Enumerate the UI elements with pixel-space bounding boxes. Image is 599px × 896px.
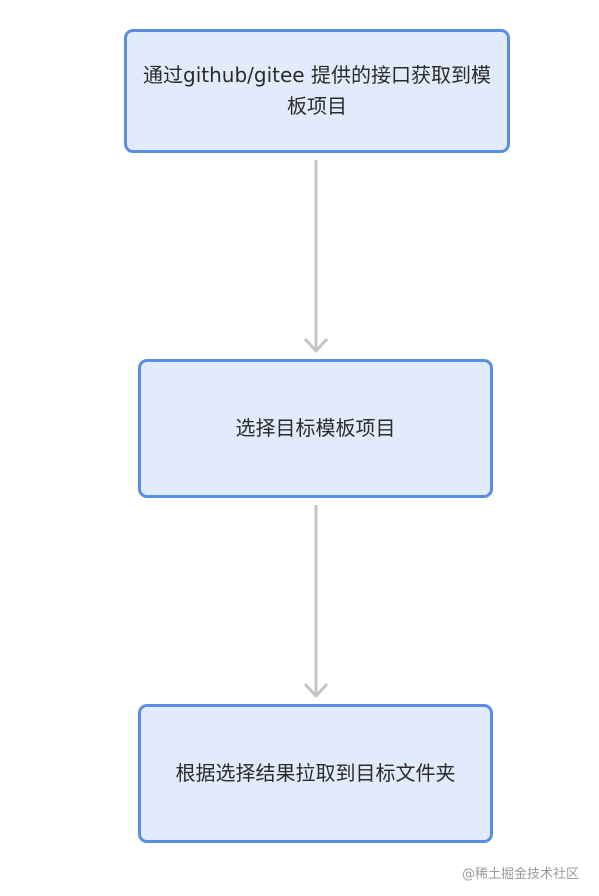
flow-node-pull-to-folder: 根据选择结果拉取到目标文件夹 xyxy=(138,704,493,843)
flow-node-label: 通过github/gitee 提供的接口获取到模板项目 xyxy=(143,63,491,118)
edge-step1-to-step2 xyxy=(303,160,329,353)
flow-node-select-template: 选择目标模板项目 xyxy=(138,359,493,498)
flow-node-fetch-templates: 通过github/gitee 提供的接口获取到模板项目 xyxy=(124,29,510,153)
edge-step2-to-step3 xyxy=(303,505,329,698)
watermark: @稀土掘金技术社区 xyxy=(461,867,579,882)
flow-node-label: 选择目标模板项目 xyxy=(235,416,396,440)
flow-node-label: 根据选择结果拉取到目标文件夹 xyxy=(175,761,456,785)
